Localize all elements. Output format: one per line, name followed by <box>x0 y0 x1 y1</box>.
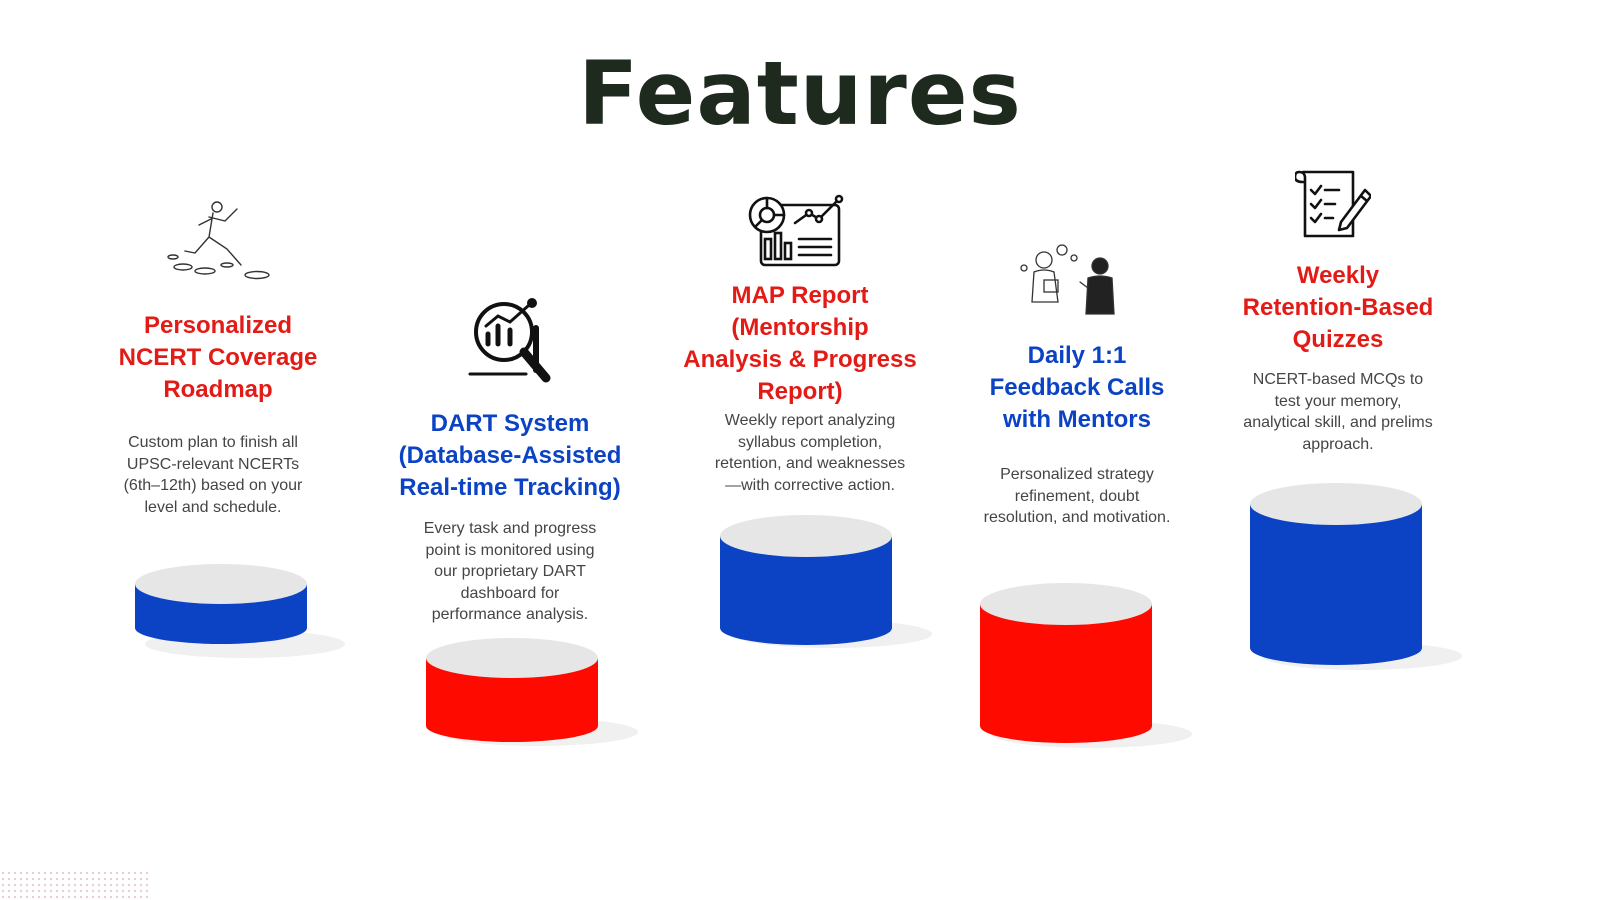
analytics-dashboard-icon <box>747 193 847 269</box>
person-running-stepping-stones-icon <box>165 195 275 290</box>
feature-description: Every task and progress point is monitor… <box>423 520 597 623</box>
podium-cylinder-4 <box>980 583 1192 748</box>
podium-cylinder-5 <box>1250 483 1462 670</box>
feature-description: Custom plan to finish all UPSC-relevant … <box>123 434 303 516</box>
checklist-pencil-icon <box>1293 168 1373 240</box>
podium-cylinder-1 <box>135 564 345 658</box>
feature-title: Weekly Retention-Based Quizzes <box>1242 262 1434 353</box>
decorative-dot-pattern <box>0 870 150 900</box>
feature-title: Personalized NCERT Coverage Roadmap <box>118 312 318 403</box>
feature-title: DART System (Database-Assisted Real-time… <box>398 410 622 501</box>
page-title: Features <box>578 42 1022 145</box>
podium-cylinder-2 <box>426 638 638 746</box>
magnifier-analytics-icon <box>468 298 553 386</box>
feature-description: NCERT-based MCQs to test your memory, an… <box>1243 371 1433 453</box>
feature-title: Daily 1:1 Feedback Calls with Mentors <box>989 342 1165 433</box>
feature-description: Personalized strategy refinement, doubt … <box>983 466 1171 526</box>
mentor-conversation-icon <box>1018 242 1118 322</box>
feature-title: MAP Report (Mentorship Analysis & Progre… <box>683 282 917 405</box>
feature-description: Weekly report analyzing syllabus complet… <box>714 412 906 494</box>
podium-cylinder-3 <box>720 515 932 648</box>
